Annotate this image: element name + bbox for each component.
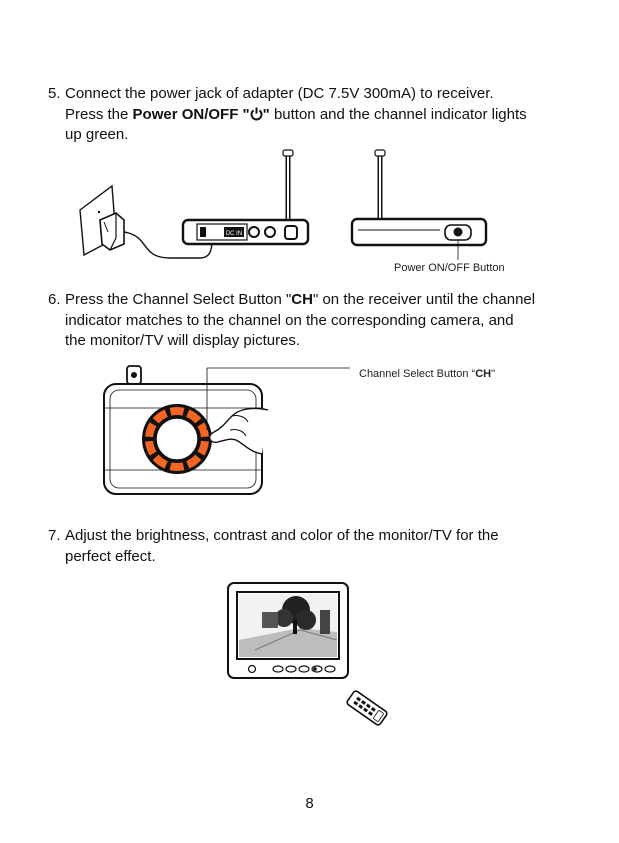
channel-led-segment [145, 440, 157, 456]
step-line: perfect effect. [65, 547, 608, 568]
step-line-text: perfect effect. [65, 547, 156, 565]
finger-icon [208, 407, 269, 455]
step-line-text: Press the [65, 105, 133, 123]
step-5: 5. Connect the power jack of adapter (DC… [48, 84, 608, 146]
channel-indicator-ring [142, 404, 212, 474]
channel-button-caption: Channel Select Button “CH" [359, 368, 495, 380]
channel-led-segment [169, 406, 185, 416]
step-line: the monitor/TV will display pictures. [65, 331, 608, 352]
step-line-text: indicator matches to the channel on the … [65, 311, 514, 329]
step-number: 6. [48, 291, 61, 308]
caption-text: " [491, 368, 495, 380]
step-text: Press the Channel Select Button "CH" on … [65, 290, 608, 352]
channel-led-segment [152, 409, 168, 424]
channel-led-segment [152, 454, 168, 469]
page-number: 8 [305, 795, 314, 812]
step-line-text: Connect the power jack of adapter (DC 7.… [65, 85, 494, 102]
dc-in-label: DC IN [226, 231, 242, 237]
step-text: Connect the power jack of adapter (DC 7.… [65, 84, 608, 146]
receiver-rear-icon: DC IN [181, 149, 310, 246]
wall-outlet-icon [79, 184, 117, 257]
step-line-text: up green. [65, 126, 129, 143]
caption-text: Channel Select Button “ [359, 368, 476, 380]
channel-button-name: CH [291, 291, 313, 308]
channel-led-segment [186, 454, 202, 469]
bold-text: Power ON/OFF " [132, 105, 250, 123]
remote-control-icon [346, 690, 388, 726]
step-line: Connect the power jack of adapter (DC 7.… [65, 84, 608, 105]
power-button-caption: Power ON/OFF Button [394, 262, 505, 274]
antenna-icon [126, 365, 142, 385]
caption-text: Power ON/OFF Button [394, 262, 505, 274]
adapter-plug-icon [99, 212, 125, 251]
channel-leds [145, 406, 209, 472]
step-line: Press the Channel Select Button "CH" on … [65, 290, 608, 311]
step-7: 7. Adjust the brightness, contrast and c… [48, 526, 608, 567]
step-line-text: Adjust the brightness, contrast and colo… [65, 527, 499, 544]
receiver-icon [103, 383, 263, 495]
step-line: indicator matches to the channel on the … [65, 311, 608, 332]
channel-led-segment [186, 409, 202, 424]
power-cable [123, 231, 213, 259]
step-line-text: Press the Channel Select Button " [65, 291, 292, 308]
step-line-text: the monitor/TV will display pictures. [65, 332, 301, 349]
step-line-text: button and the channel indicator lights [269, 105, 527, 123]
receiver-front-icon [350, 149, 488, 260]
step-line: Press the Power ON/OFF " " button and the… [65, 105, 608, 126]
power-icon [250, 107, 263, 120]
step-6: 6. Press the Channel Select Button "CH" … [48, 290, 608, 352]
step-line: Adjust the brightness, contrast and colo… [65, 526, 608, 547]
callout-line [206, 367, 350, 430]
step-number: 7. [48, 527, 61, 544]
step-line: up green. [65, 125, 608, 146]
tv-monitor-icon [227, 582, 349, 679]
caption-bold: CH [475, 368, 492, 380]
channel-led-segment [197, 422, 209, 438]
power-button-name: Power ON/OFF " " [133, 106, 270, 123]
step-number: 5. [48, 85, 61, 102]
channel-led-segment [197, 440, 209, 456]
bold-text: " [262, 105, 270, 123]
step-text: Adjust the brightness, contrast and colo… [65, 526, 608, 567]
channel-led-segment [145, 422, 157, 438]
step-line-text: " on the receiver until the channel [312, 291, 536, 308]
channel-led-segment [169, 462, 185, 472]
